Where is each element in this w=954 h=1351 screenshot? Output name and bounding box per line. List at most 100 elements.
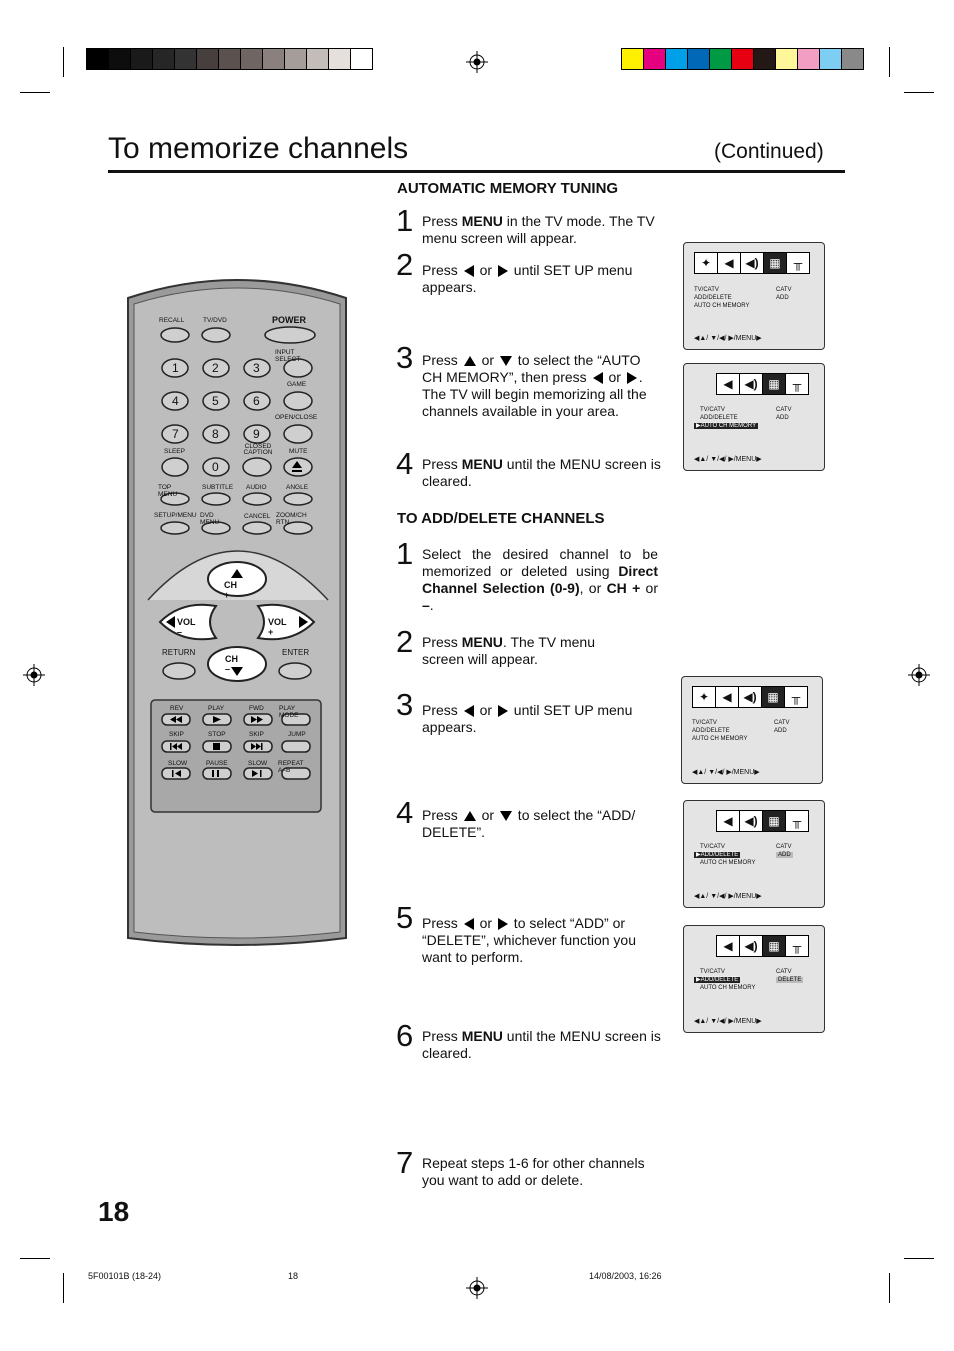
slow-right-label: SLOW xyxy=(248,760,268,767)
color-swatch xyxy=(241,49,263,69)
setup-icon: ◀ xyxy=(717,374,740,394)
tools-icon: ╥ xyxy=(791,690,801,704)
setup-icon: ◀ xyxy=(716,687,739,707)
step-number: 4 xyxy=(396,795,414,830)
step-text: Press MENU until the MENU screen is clea… xyxy=(422,1028,661,1061)
channel-icon: ▦ xyxy=(763,936,786,956)
color-swatch xyxy=(109,49,131,69)
color-swatch xyxy=(644,49,666,69)
color-swatch xyxy=(197,49,219,69)
step-text: Press MENU. The TV menu screen will appe… xyxy=(422,634,596,667)
right-arrow-icon xyxy=(497,918,508,931)
color-calibration-bar xyxy=(621,48,864,70)
color-swatch xyxy=(776,49,798,69)
key-4: 4 xyxy=(172,394,179,408)
crop-mark xyxy=(904,1258,934,1259)
play-mode-label: PLAY MODE xyxy=(279,705,299,719)
color-swatch xyxy=(131,49,153,69)
picture-icon: ✦ xyxy=(693,687,716,707)
setup-icon: ◀ xyxy=(718,253,741,273)
ch-minus-label: CH – xyxy=(225,654,238,674)
key-7: 7 xyxy=(172,427,179,441)
cancel-label: CANCEL xyxy=(244,513,271,520)
step-number: 1 xyxy=(396,203,414,238)
color-swatch xyxy=(219,49,241,69)
gray-scale-bar xyxy=(86,48,373,70)
registration-mark-icon xyxy=(466,51,488,73)
crop-mark xyxy=(63,47,64,77)
step-text: Press or until SET UP menu appears. xyxy=(422,702,633,735)
registration-mark-icon xyxy=(466,1277,488,1299)
fwd-label: FWD xyxy=(249,705,264,712)
step-text: Press or to select “ADD” or “DELETE”, wh… xyxy=(422,915,636,965)
key-9: 9 xyxy=(253,427,260,441)
setup-icon: ◀ xyxy=(717,936,740,956)
key-8: 8 xyxy=(212,427,219,441)
up-arrow-icon xyxy=(463,811,476,822)
tools-icon: ╥ xyxy=(792,939,802,953)
page-title: To memorize channels xyxy=(108,132,409,165)
channel-icon: ▦ xyxy=(762,687,785,707)
rev-label: REV xyxy=(170,705,184,712)
power-label: POWER xyxy=(272,315,307,325)
channel-icon: ▦ xyxy=(764,253,787,273)
right-arrow-icon xyxy=(497,265,508,278)
color-swatch xyxy=(710,49,732,69)
setup-menu-label: SETUP/MENU xyxy=(154,512,197,519)
return-label: RETURN xyxy=(162,648,196,657)
audio-icon: ◀) xyxy=(740,811,763,831)
left-arrow-icon xyxy=(592,372,603,385)
color-swatch xyxy=(798,49,820,69)
jump-label: JUMP xyxy=(288,731,306,738)
zoom-ch-rtn-label: ZOOM/CH RTN xyxy=(276,512,307,526)
color-swatch xyxy=(175,49,197,69)
step-text: Press or until SET UP menu appears. xyxy=(422,262,633,295)
color-swatch xyxy=(153,49,175,69)
menu-nav-hint: ◀▲/ ▼/◀/ ▶/MENU▶ xyxy=(692,769,760,776)
left-arrow-icon xyxy=(463,918,474,931)
enter-label: ENTER xyxy=(282,648,310,657)
crop-mark xyxy=(20,92,50,93)
crop-mark xyxy=(904,92,934,93)
key-1: 1 xyxy=(172,361,179,375)
key-2: 2 xyxy=(212,361,219,375)
color-swatch xyxy=(754,49,776,69)
down-arrow-icon xyxy=(499,811,512,822)
color-swatch xyxy=(732,49,754,69)
recall-label: RECALL xyxy=(159,317,185,324)
step-number: 3 xyxy=(396,687,414,722)
color-swatch xyxy=(351,49,372,69)
print-timestamp: 14/08/2003, 16:26 xyxy=(589,1271,662,1281)
right-arrow-icon xyxy=(497,705,508,718)
picture-icon: ✦ xyxy=(695,253,718,273)
channel-icon: ▦ xyxy=(763,374,786,394)
skip-right-label: SKIP xyxy=(249,731,264,738)
audio-icon: ◀) xyxy=(740,374,763,394)
left-arrow-icon xyxy=(463,265,474,278)
color-swatch xyxy=(307,49,329,69)
key-6: 6 xyxy=(253,394,260,408)
color-swatch xyxy=(87,49,109,69)
subtitle-label: SUBTITLE xyxy=(202,484,234,491)
input-select-label: INPUT SELECT xyxy=(275,349,301,363)
left-arrow-icon xyxy=(463,705,474,718)
setup-icon: ◀ xyxy=(717,811,740,831)
key-3: 3 xyxy=(253,361,260,375)
menu-nav-hint: ◀▲/ ▼/◀/ ▶/MENU▶ xyxy=(694,893,762,900)
section-heading: AUTOMATIC MEMORY TUNING xyxy=(397,180,619,197)
vol-minus-label: VOL – xyxy=(177,617,196,637)
step-text: Select the desired channel to be memoriz… xyxy=(422,546,659,613)
up-arrow-icon xyxy=(463,356,476,367)
key-5: 5 xyxy=(212,394,219,408)
step-text: Press MENU until the MENU screen is clea… xyxy=(422,456,661,489)
menu-nav-hint: ◀▲/ ▼/◀/ ▶/MENU▶ xyxy=(694,456,762,463)
step-number: 3 xyxy=(396,340,414,375)
color-swatch xyxy=(622,49,644,69)
color-swatch xyxy=(820,49,842,69)
page-number: 18 xyxy=(98,1196,130,1227)
tvdvd-label: TV/DVD xyxy=(203,317,227,324)
